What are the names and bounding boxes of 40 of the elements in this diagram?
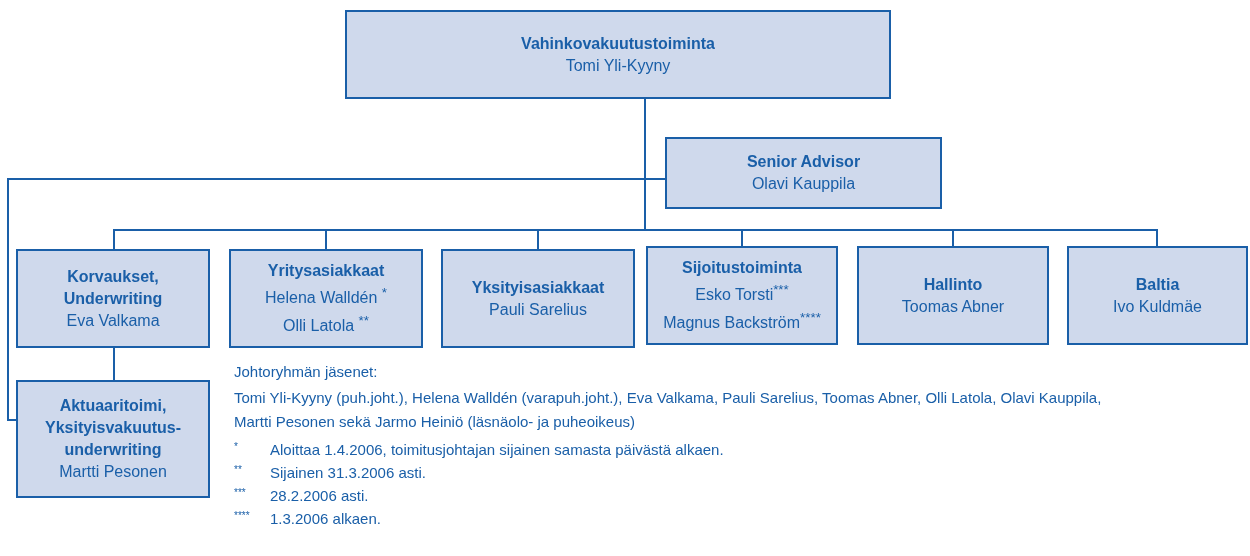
person-name: Toomas Abner	[901, 296, 1005, 317]
org-unit-box	[665, 137, 942, 209]
org-unit-box	[345, 10, 891, 99]
person-name: Olli Latola $^{**}$	[283, 311, 369, 336]
footnote-text: 1.3.2006 alkaen.	[270, 509, 381, 529]
person-name: Magnus Backström$^{****}$	[663, 308, 821, 333]
person-name: Tomi Yli-Kyyny	[565, 55, 671, 76]
footnote-text: 28.2.2006 asti.	[270, 486, 369, 506]
org-unit-box	[16, 249, 210, 348]
org-unit-box	[857, 246, 1049, 345]
org-unit-box	[441, 249, 635, 348]
connector-line	[113, 347, 115, 381]
person-name: Esko Torsti$^{***}$	[695, 281, 789, 306]
person-name: Olavi Kauppila	[751, 174, 856, 194]
unit-title: Baltia	[1135, 274, 1180, 295]
unit-title: Yritysasiakkaat	[267, 261, 385, 282]
footnote-mark: **	[234, 463, 242, 477]
unit-title: Aktuaaritoimi, Yksityisvakuutus-underwriting	[43, 396, 183, 460]
org-unit-box	[16, 380, 210, 498]
person-name: Martti Pesonen	[59, 462, 167, 482]
person-name: Helena Walldén $^{*}$	[265, 284, 387, 309]
person-name: Pauli Sarelius	[489, 299, 587, 320]
unit-title: Vahinkovakuutustoiminta	[521, 33, 715, 54]
members-paragraph: Tomi Yli-Kyyny (puh.joht.), Helena Walldén (varapuh.joht.), Eva Valkama, Pauli Sarelius, Toomas Abner, Olli Latola, Olavi Kauppila, Martti Pesonen sekä Jarmo Heiniö (läsnäolo- ja puheoikeus)	[234, 388, 1103, 432]
footnote-text: Aloittaa 1.4.2006, toimitusjohtajan sijainen samasta päivästä alkaen.	[270, 440, 724, 460]
unit-title: Korvaukset, Underwriting	[62, 266, 164, 309]
unit-title: Sijoitustoiminta	[682, 258, 802, 279]
heading-text: Johtoryhmän jäsenet:	[234, 362, 378, 382]
footnote-mark: ***	[234, 486, 246, 500]
person-name: Ivo Kuldmäe	[1113, 296, 1202, 317]
org-unit-box	[1067, 246, 1248, 345]
unit-title: Hallinto	[923, 274, 983, 295]
person-name: Eva Valkama	[66, 310, 160, 331]
footnote-mark: ****	[234, 509, 250, 523]
unit-title: Senior Advisor	[746, 152, 861, 172]
footnote-text: Sijainen 31.3.2006 asti.	[270, 463, 426, 483]
org-unit-box	[646, 246, 838, 345]
unit-title: Yksityisasiakkaat	[471, 277, 605, 298]
footnote-mark: *	[234, 440, 238, 454]
org-unit-box	[229, 249, 423, 348]
